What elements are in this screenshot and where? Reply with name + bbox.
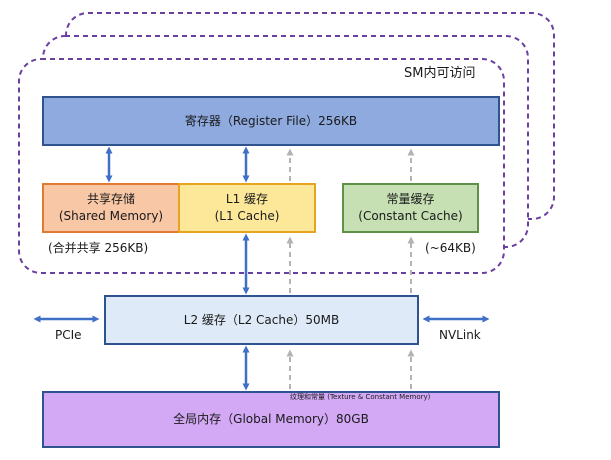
l2-cache-box: L2 缓存（L2 Cache）50MB: [104, 295, 419, 345]
shared-memory-title: 共享存储: [86, 192, 135, 206]
l1-cache-title: L1 缓存: [225, 192, 269, 206]
l1-cache-box: L1 缓存 (L1 Cache): [178, 183, 316, 233]
register-file-box: 寄存器（Register File）256KB: [42, 96, 500, 146]
l1-cache-subtitle: (L1 Cache): [214, 209, 280, 223]
constant-capacity-note: (~64KB): [425, 241, 476, 255]
register-file-label: 寄存器（Register File）256KB: [184, 113, 358, 128]
constant-cache-subtitle: (Constant Cache): [358, 209, 463, 223]
constant-cache-title: 常量缓存: [386, 192, 435, 206]
global-memory-box: 全局内存（Global Memory）80GB: [42, 391, 500, 448]
shared-memory-subtitle: (Shared Memory): [58, 209, 164, 223]
pcie-label: PCIe: [55, 328, 82, 342]
texture-constant-note: 纹理和常量 (Texture & Constant Memory): [290, 393, 431, 401]
constant-cache-box: 常量缓存 (Constant Cache): [342, 183, 479, 233]
sm-accessible-label: SM内可访问: [404, 66, 476, 81]
shared-capacity-note: (合并共享 256KB): [48, 241, 149, 255]
l2-cache-label: L2 缓存（L2 Cache）50MB: [183, 312, 340, 327]
global-memory-label: 全局内存（Global Memory）80GB: [173, 412, 369, 426]
nvlink-label: NVLink: [439, 328, 481, 342]
shared-memory-box: 共享存储 (Shared Memory): [42, 183, 180, 233]
